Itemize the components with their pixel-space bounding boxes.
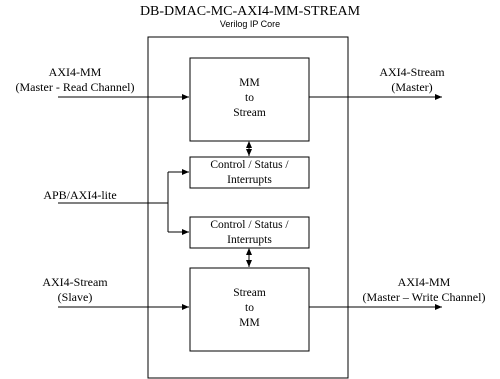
apb-axi4-lite-label: APB/AXI4-lite bbox=[43, 188, 117, 202]
axi4-stream-master-label: AXI4-Stream (Master) bbox=[379, 65, 445, 94]
axi4-mm-write-label: AXI4-MM (Master – Write Channel) bbox=[362, 275, 486, 304]
stream-to-mm-block bbox=[189, 267, 310, 352]
control-status-label-bottom: Control / Status / Interrupts bbox=[210, 219, 289, 246]
ip-core-border bbox=[147, 36, 349, 379]
mm-to-stream-label: MM to Stream bbox=[233, 77, 266, 119]
control-status-block-top bbox=[189, 156, 310, 189]
apb-axi4-lite-connector bbox=[58, 169, 189, 235]
diagram-subtitle: Verilog IP Core bbox=[219, 19, 281, 29]
diagram-title: DB-DMAC-MC-AXI4-MM-STREAM bbox=[139, 4, 361, 19]
control-status-label-top: Control / Status / Interrupts bbox=[210, 159, 289, 186]
axi4-stream-slave-label: AXI4-Stream (Slave) bbox=[42, 275, 108, 304]
axi4-mm-read-label: AXI4-MM (Master - Read Channel) bbox=[15, 65, 135, 94]
stream-to-mm-label: Stream to MM bbox=[233, 287, 266, 329]
